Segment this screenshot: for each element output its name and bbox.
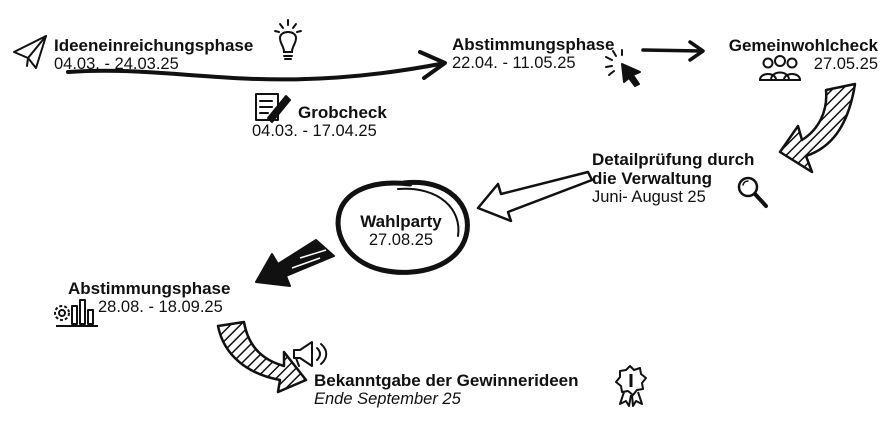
arrow-publicgood-to-detailcheck bbox=[778, 82, 857, 174]
step-title: Gemeinwohlcheck bbox=[728, 36, 878, 55]
bar-chart-gear-icon bbox=[54, 299, 98, 327]
checklist-pen-icon bbox=[255, 93, 291, 123]
step-title: Abstimmungsphase bbox=[68, 279, 231, 298]
step-title: Grobcheck bbox=[298, 103, 387, 122]
step-public-good-check: Gemeinwohlcheck 27.05.25 bbox=[729, 36, 878, 74]
step-date: Ende September 25 bbox=[314, 390, 461, 409]
cursor-click-icon bbox=[605, 49, 641, 87]
step-title: Wahlparty bbox=[360, 212, 442, 231]
arrow-party-to-voting2 bbox=[255, 239, 335, 287]
lightbulb-icon bbox=[274, 19, 302, 60]
magnifier-icon bbox=[737, 176, 768, 208]
arrow-detailcheck-to-party bbox=[476, 170, 594, 223]
people-group-icon bbox=[758, 55, 802, 81]
step-detail-check: Detailprüfung durch die Verwaltung Juni-… bbox=[592, 150, 754, 207]
step-date: 22.04. - 11.05.25 bbox=[452, 54, 576, 73]
megaphone-icon bbox=[293, 341, 328, 367]
step-rough-check: Grobcheck 04.03. - 17.04.25 bbox=[252, 103, 387, 141]
step-title: Bekanntgabe der Gewinnerideen bbox=[314, 371, 579, 390]
arrow-voting2-to-announcement bbox=[216, 320, 308, 394]
step-date: 04.03. - 17.04.25 bbox=[252, 122, 377, 141]
step-title-line: die Verwaltung bbox=[592, 169, 712, 189]
circle-highlight bbox=[335, 179, 470, 275]
step-voting-phase-2: Abstimmungsphase 28.08. - 18.09.25 bbox=[68, 279, 230, 317]
step-date: 04.03. - 24.03.25 bbox=[54, 55, 179, 74]
step-winner-announcement: Bekanntgabe der Gewinnerideen Ende Septe… bbox=[314, 371, 579, 409]
step-date: 27.08.25 bbox=[368, 231, 434, 250]
step-title: Ideeneinreichungsphase bbox=[54, 36, 254, 55]
step-title: Abstimmungsphase bbox=[452, 35, 615, 54]
step-voting-phase-1: Abstimmungsphase 22.04. - 11.05.25 bbox=[452, 35, 614, 73]
step-date: Juni- August 25 bbox=[592, 188, 706, 207]
arrow-ideas-to-voting bbox=[66, 50, 447, 82]
step-election-party: Wahlparty 27.08.25 bbox=[344, 212, 458, 250]
step-date: 27.05.25 bbox=[813, 55, 878, 74]
step-date: 28.08. - 18.09.25 bbox=[98, 298, 223, 317]
arrow-voting-to-publicgood bbox=[641, 40, 705, 62]
paper-plane-icon bbox=[13, 35, 47, 69]
award-badge-icon bbox=[615, 365, 647, 407]
step-title-line: Detailprüfung durch bbox=[592, 150, 755, 169]
step-idea-submission: Ideeneinreichungsphase 04.03. - 24.03.25 bbox=[54, 36, 253, 74]
